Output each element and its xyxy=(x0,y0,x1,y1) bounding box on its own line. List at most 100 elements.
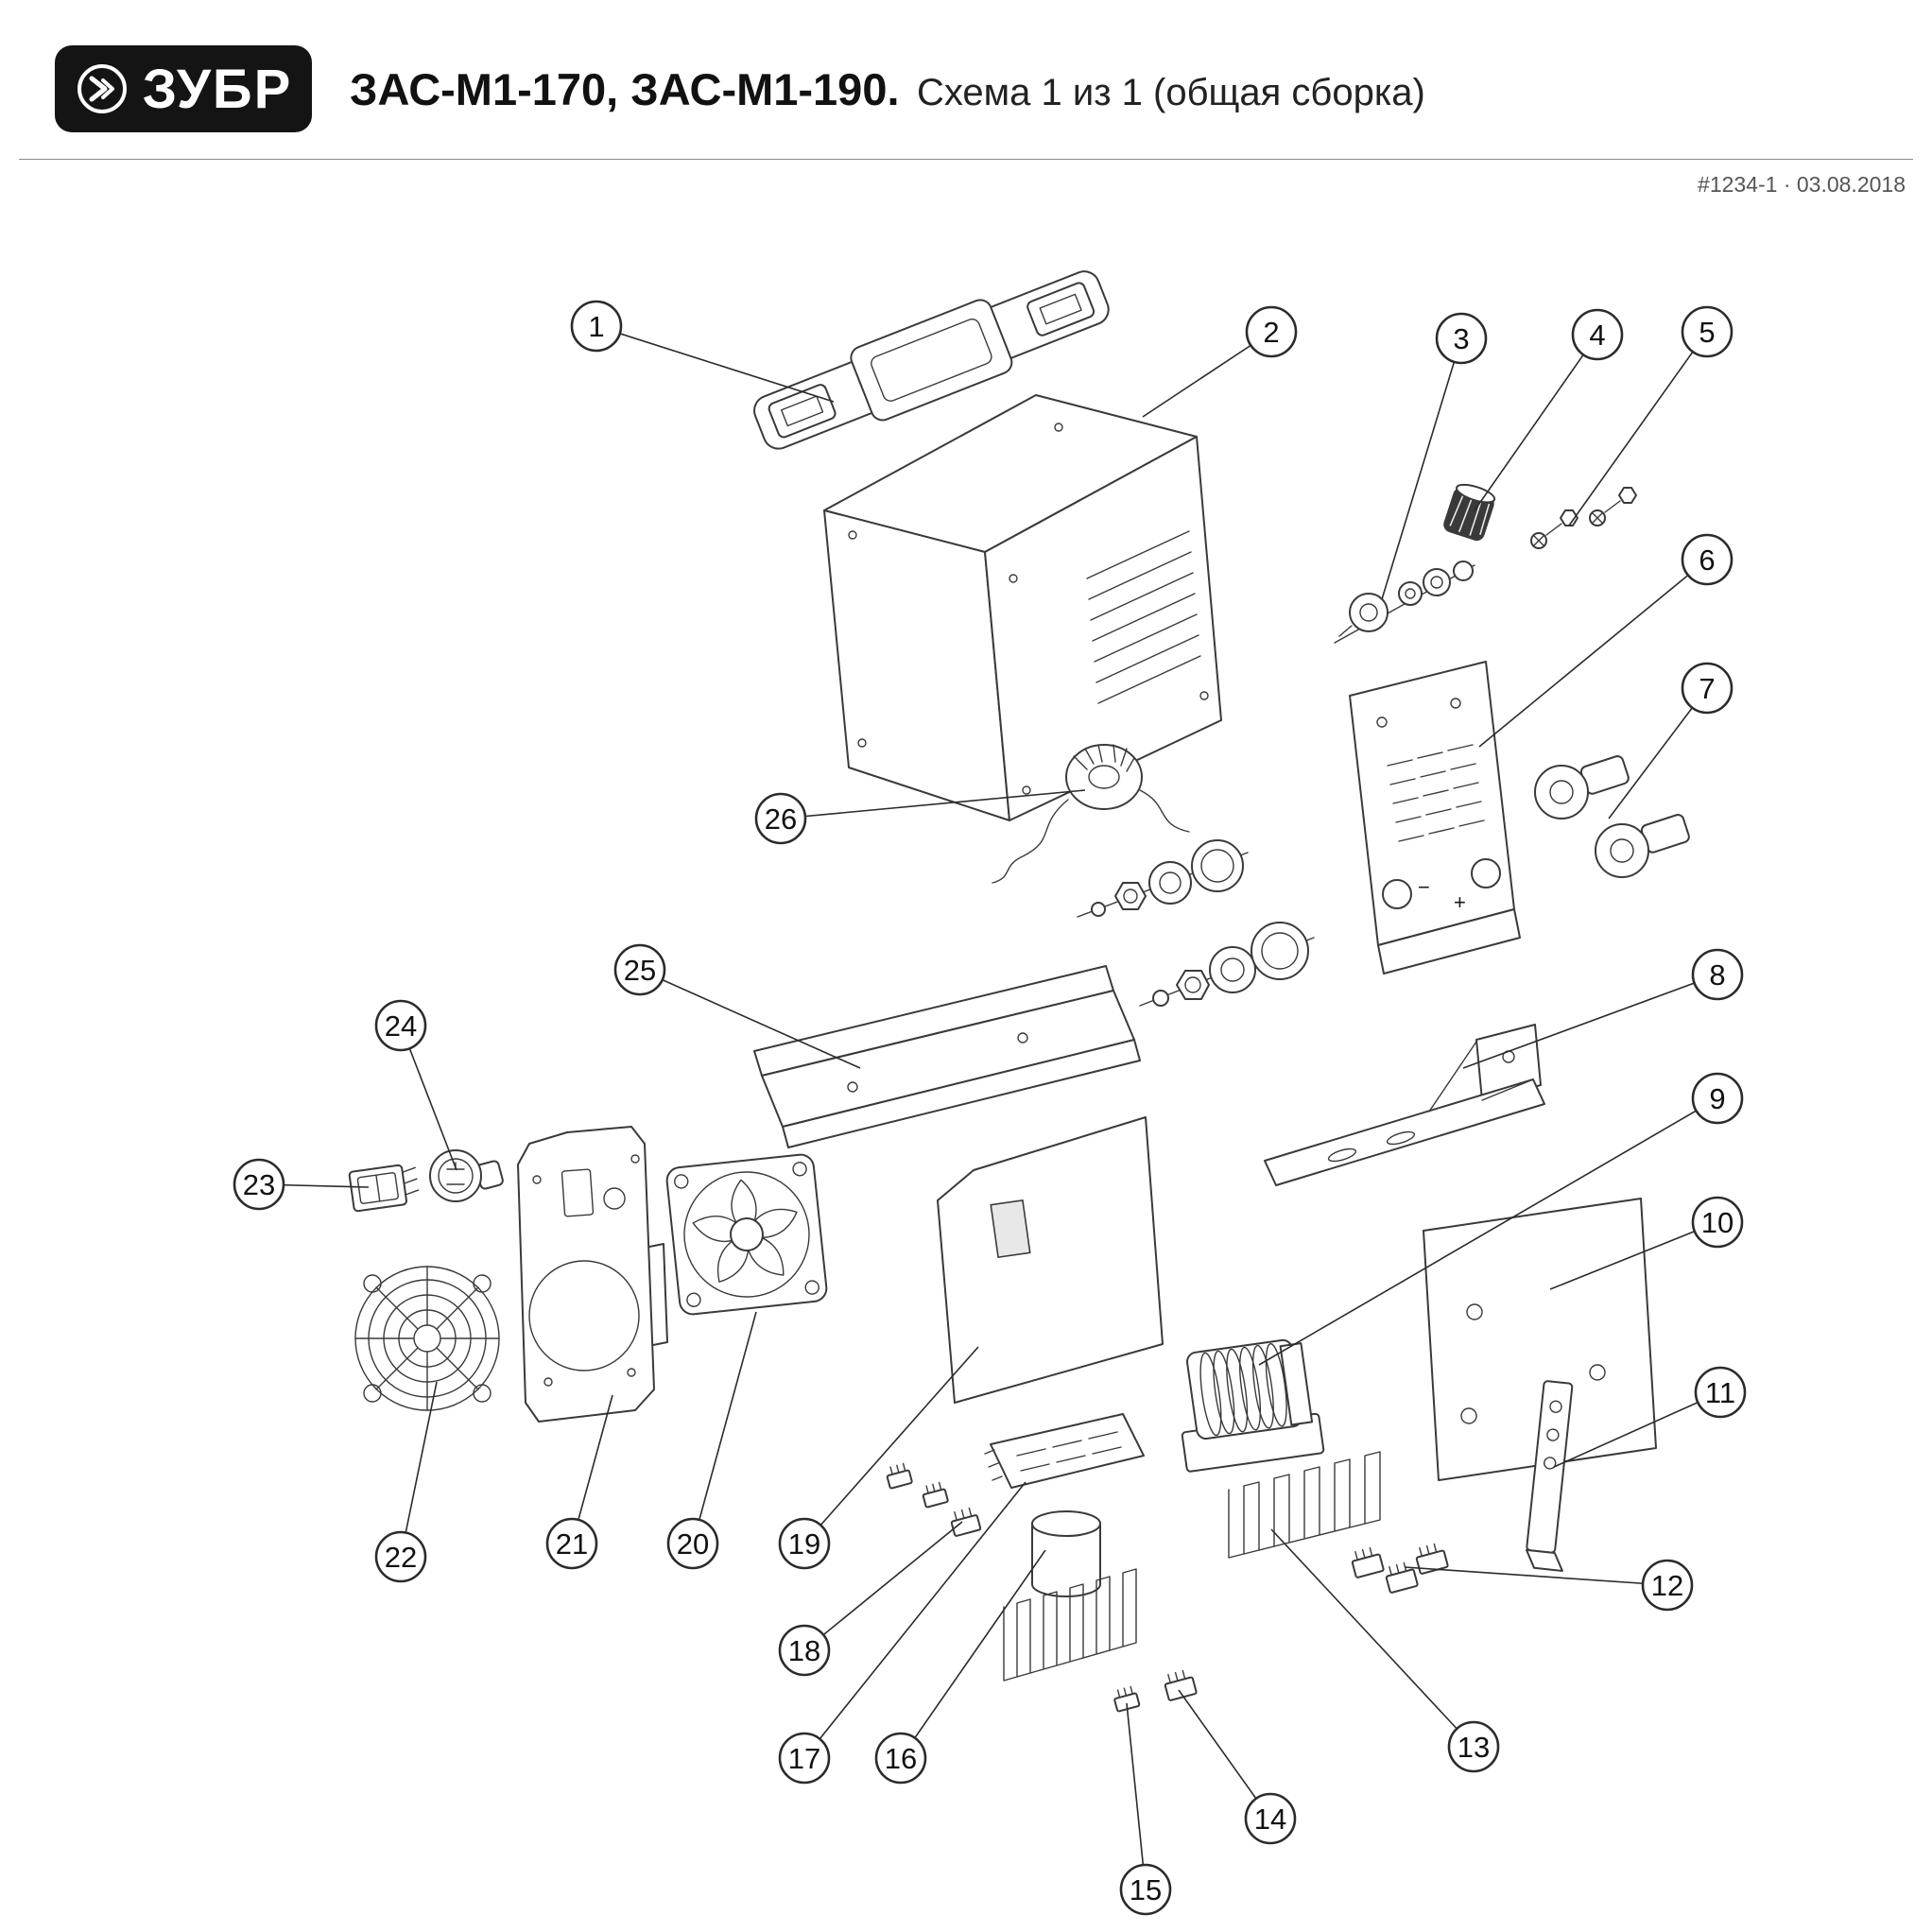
callout-leader-line xyxy=(803,1481,1026,1759)
callout-circle xyxy=(1694,1366,1747,1419)
callout-circle xyxy=(1691,1072,1744,1125)
part-rear-panel: − + xyxy=(1349,661,1521,975)
callout-number: 26 xyxy=(765,802,797,836)
callout-circle xyxy=(1691,1196,1744,1249)
callout-circle xyxy=(778,1732,831,1785)
callout-leader-line xyxy=(900,1549,1046,1759)
callout-16: 16 xyxy=(874,1549,1046,1785)
callout-circle xyxy=(666,1517,719,1570)
callout-number: 17 xyxy=(788,1742,820,1775)
callout-number: 15 xyxy=(1130,1873,1162,1906)
part-standoff-bar xyxy=(1525,1380,1574,1572)
callout-leader-line xyxy=(400,1381,438,1558)
callout-leader-line xyxy=(1462,974,1718,1069)
part-strap xyxy=(753,270,1110,450)
callout-circle xyxy=(613,943,666,996)
callout-18: 18 xyxy=(778,1521,963,1677)
part-rocker-switch xyxy=(348,1164,420,1213)
part-insulation-sheet-left xyxy=(937,1116,1164,1404)
callout-leader-line xyxy=(595,325,835,403)
callout-22: 22 xyxy=(374,1381,438,1583)
callout-circle xyxy=(1244,1792,1297,1845)
callout-1: 1 xyxy=(570,300,835,403)
callout-number: 16 xyxy=(885,1742,917,1775)
part-potentiometer xyxy=(1334,561,1475,644)
logo-text: ЗУБР xyxy=(142,58,293,120)
callout-number: 10 xyxy=(1701,1206,1734,1239)
callout-number: 24 xyxy=(385,1009,417,1043)
polarity-plus-label: + xyxy=(1454,890,1466,914)
callout-14: 14 xyxy=(1178,1689,1297,1845)
callout-leader-line xyxy=(1126,1702,1147,1890)
callout-leader-line xyxy=(400,1025,457,1171)
part-connector-14 xyxy=(1164,1669,1198,1701)
callout-number: 5 xyxy=(1699,316,1715,349)
callout-circle xyxy=(1435,312,1488,365)
callout-circle xyxy=(778,1624,831,1677)
callout-7: 7 xyxy=(1608,662,1734,819)
callout-21: 21 xyxy=(545,1394,613,1570)
part-inductor xyxy=(992,744,1190,884)
page-title: ЗАС-М1-170, ЗАС-М1-190. Схема 1 из 1 (об… xyxy=(350,63,1425,115)
callout-circle xyxy=(233,1158,285,1211)
part-power-inlet xyxy=(429,1149,504,1202)
callout-24: 24 xyxy=(374,999,457,1171)
callout-12: 12 xyxy=(1404,1559,1694,1612)
callout-number: 13 xyxy=(1458,1731,1490,1764)
callout-number: 21 xyxy=(556,1527,588,1561)
callout-circle xyxy=(545,1517,598,1570)
callout-leader-line xyxy=(1553,1391,1721,1468)
part-connector-15 xyxy=(1113,1685,1141,1713)
callout-number: 19 xyxy=(788,1527,820,1561)
callout-11: 11 xyxy=(1553,1366,1747,1468)
title-scheme: Схема 1 из 1 (общая сборка) xyxy=(916,71,1425,113)
callout-23: 23 xyxy=(233,1158,370,1211)
callout-number: 14 xyxy=(1254,1803,1286,1836)
callout-number: 8 xyxy=(1709,958,1725,992)
callout-leader-line xyxy=(1478,559,1708,748)
callout-number: 25 xyxy=(624,954,656,987)
callout-leader-line xyxy=(803,1521,963,1651)
callout-number: 22 xyxy=(385,1541,417,1574)
part-washer-set-lower xyxy=(1139,922,1315,1007)
page-header: ЗУБР ЗАС-М1-170, ЗАС-М1-190. Схема 1 из … xyxy=(55,45,1425,132)
callout-number: 9 xyxy=(1709,1082,1725,1115)
callout-19: 19 xyxy=(778,1346,979,1570)
callout-15: 15 xyxy=(1119,1702,1172,1916)
part-fan xyxy=(665,1153,828,1316)
callout-leader-line xyxy=(1270,1528,1475,1748)
header-divider xyxy=(19,159,1913,160)
callout-circle xyxy=(570,300,623,353)
title-models: ЗАС-М1-170, ЗАС-М1-190. xyxy=(350,63,900,114)
callout-circle xyxy=(1119,1863,1172,1916)
callout-circle xyxy=(1681,305,1734,358)
part-bracket xyxy=(1264,1024,1545,1186)
part-cover xyxy=(823,394,1222,821)
callout-5: 5 xyxy=(1568,305,1734,526)
callout-number: 12 xyxy=(1651,1569,1683,1602)
part-transformer xyxy=(1181,1338,1325,1473)
part-screws xyxy=(1530,487,1637,549)
callout-3: 3 xyxy=(1381,312,1488,600)
callout-circle xyxy=(778,1517,831,1570)
callout-13: 13 xyxy=(1270,1528,1500,1773)
callout-circle xyxy=(1691,948,1744,1001)
callout-circle xyxy=(1245,305,1298,358)
callout-number: 23 xyxy=(243,1168,275,1201)
callout-leader-line xyxy=(639,969,861,1069)
callout-leader-line xyxy=(1178,1689,1271,1820)
callout-circle xyxy=(1447,1720,1500,1773)
callout-circle xyxy=(1641,1559,1694,1612)
part-capacitor xyxy=(1031,1510,1101,1597)
part-heatsink-plate xyxy=(984,1413,1145,1489)
callout-26: 26 xyxy=(754,789,1086,845)
callout-leader-line xyxy=(1474,334,1598,511)
polarity-minus-label: − xyxy=(1418,875,1430,899)
callout-leader-line xyxy=(1568,331,1708,526)
part-connectors-right xyxy=(1351,1543,1449,1594)
callout-number: 6 xyxy=(1699,543,1715,577)
callout-leader-line xyxy=(803,1346,979,1544)
callout-number: 7 xyxy=(1699,672,1715,705)
callout-4: 4 xyxy=(1474,308,1624,511)
